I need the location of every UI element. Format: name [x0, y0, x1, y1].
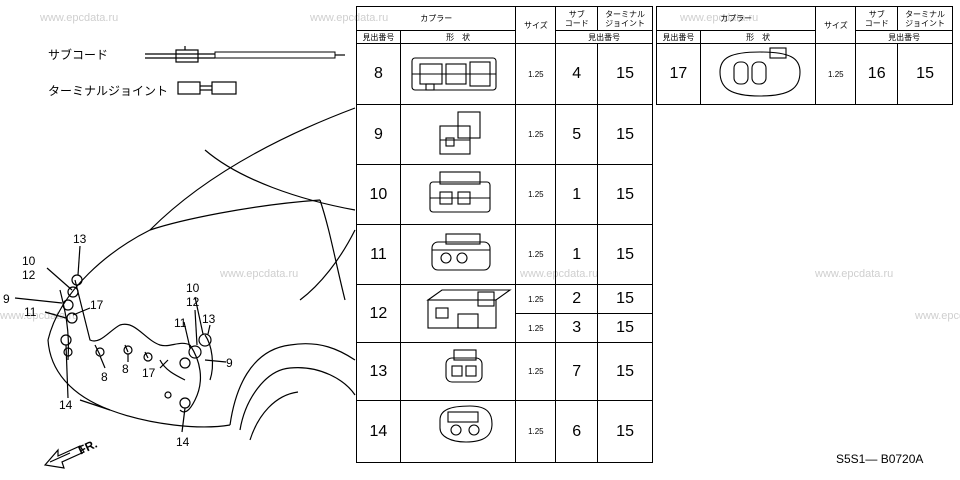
row-shape: [399, 104, 517, 165]
header-terminal-joint: ターミナル ジョイント: [597, 6, 653, 31]
row-terminal-joint: 15: [597, 43, 653, 105]
row-terminal-joint: 15: [597, 284, 653, 314]
table-row: 17 1.25 16 15: [656, 43, 953, 105]
callout-12: 12: [22, 268, 36, 282]
header-size: サイズ: [515, 6, 557, 44]
row-terminal-joint: 15: [597, 313, 653, 343]
table-row: 8 1.25 4 15: [356, 43, 653, 105]
row-size: 1.25: [515, 313, 557, 343]
callout-13: 13: [73, 232, 87, 246]
row-shape: [399, 224, 517, 285]
callout-13: 13: [202, 312, 216, 326]
row-id: 13: [356, 342, 401, 401]
row-size: 1.25: [515, 400, 557, 463]
header-shape: 形 状: [399, 30, 517, 44]
watermark: www.epcdata.ru: [40, 12, 119, 24]
row-shape: [399, 400, 517, 463]
callout-8: 8: [101, 370, 108, 384]
row-id: 9: [356, 104, 401, 165]
row-size: 1.25: [515, 224, 557, 285]
header-terminal-joint: ターミナル ジョイント: [897, 6, 953, 31]
callout-11: 11: [24, 305, 37, 319]
table-row: 14 1.25 6 15: [356, 400, 653, 463]
callout-12: 12: [186, 295, 200, 309]
table-row: 10 1.25 1 15: [356, 164, 653, 225]
row-id: 14: [356, 400, 401, 463]
table-row: 12 1.25 2 15: [356, 284, 653, 343]
row-size: 1.25: [515, 104, 557, 165]
header-size: サイズ: [815, 6, 857, 44]
coupler-table-right: カプラー サイズ サブ コード ターミナル ジョイント 見出番号 形 状 見出番…: [655, 6, 953, 105]
callout-14: 14: [59, 398, 73, 412]
row-shape: [699, 43, 817, 105]
diagram-code: S5S1— B0720A: [836, 452, 924, 466]
header-ref-number: 見出番号: [356, 30, 401, 44]
callout-17: 17: [90, 298, 104, 312]
car-hood-outline: [47, 107, 356, 341]
legend-sub-cord-label: サブコード: [48, 48, 109, 62]
coupler-table-left: カプラー サイズ サブ コード ターミナル ジョイント 見出番号 形 状 見出番…: [355, 6, 653, 463]
row-sub-cord: 1: [555, 164, 599, 225]
row-sub-cord: 6: [555, 400, 599, 463]
watermark: www.epcdata.ru: [915, 310, 960, 322]
header-coupler: カプラー: [355, 6, 517, 31]
callout-14: 14: [176, 435, 190, 449]
row-terminal-joint: 15: [897, 43, 953, 105]
row-size: 1.25: [515, 164, 557, 225]
row-sub-cord: 4: [555, 43, 599, 105]
row-sub-cord: 2: [555, 284, 599, 314]
table-row: 9 1.25 5 15: [356, 104, 653, 165]
row-terminal-joint: 15: [597, 224, 653, 285]
table-row: 11 1.25 1 15: [356, 224, 653, 285]
header-coupler: カプラー: [655, 6, 817, 31]
callout-9: 9: [3, 292, 10, 306]
row-terminal-joint: 15: [597, 400, 653, 463]
row-size: 1.25: [515, 284, 557, 314]
row-shape: [399, 342, 517, 401]
table-row: 13 1.25 7 15: [356, 342, 653, 401]
row-size: 1.25: [815, 43, 857, 105]
callout-9: 9: [226, 356, 233, 370]
row-shape: [399, 164, 517, 225]
header-shape: 形 状: [699, 30, 817, 44]
callout-10: 10: [186, 281, 200, 295]
row-terminal-joint: 15: [597, 164, 653, 225]
row-terminal-joint: 15: [597, 104, 653, 165]
callout-8: 8: [122, 362, 129, 376]
row-sub-cord: 7: [555, 342, 599, 401]
watermark: www.epcdata.ru: [220, 268, 299, 280]
table-row: 1.25 3 15: [357, 313, 653, 343]
header-ref-number: 見出番号: [656, 30, 701, 44]
row-sub-cord: 3: [555, 313, 599, 343]
row-id: 12: [356, 284, 401, 343]
watermark: www.epcdata.ru: [815, 268, 894, 280]
row-size: 1.25: [515, 342, 557, 401]
header-sub-cord: サブ コード: [855, 6, 899, 31]
callout-11: 11: [174, 316, 187, 330]
callout-17: 17: [142, 366, 156, 380]
row-id: 10: [356, 164, 401, 225]
row-sub-cord: 1: [555, 224, 599, 285]
row-sub-cord: 16: [855, 43, 899, 105]
row-shape: [399, 284, 517, 343]
header-ref-numbers: 見出番号: [555, 30, 653, 44]
row-sub-cord: 5: [555, 104, 599, 165]
terminal-joint-symbol: [177, 81, 237, 95]
row-id: 8: [356, 43, 401, 105]
row-terminal-joint: 15: [597, 342, 653, 401]
header-sub-cord: サブ コード: [555, 6, 599, 31]
header-ref-numbers: 見出番号: [855, 30, 953, 44]
sub-cord-symbol: [145, 46, 345, 63]
row-id: 17: [656, 43, 701, 105]
legend-terminal-joint-label: ターミナルジョイント: [48, 84, 169, 98]
row-shape: [399, 43, 517, 105]
callout-10: 10: [22, 254, 36, 268]
front-arrow-icon: [43, 445, 85, 469]
row-size: 1.25: [515, 43, 557, 105]
row-id: 11: [356, 224, 401, 285]
